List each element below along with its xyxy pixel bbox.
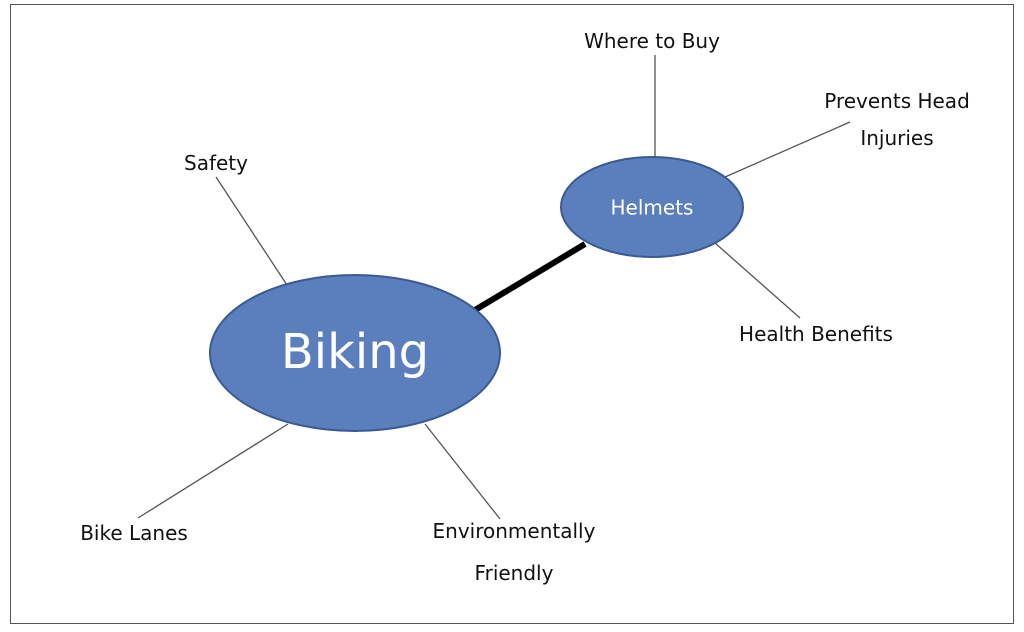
label-safety: Safety: [184, 151, 248, 175]
branch-line-bike-lanes: [137, 423, 289, 519]
branch-line-environmentally-friendly: [424, 423, 501, 520]
branch-line-health-benefits: [714, 242, 801, 319]
node-biking-label: Biking: [281, 324, 429, 380]
label-injuries: Injuries: [860, 126, 933, 150]
diagram-frame: [10, 4, 1014, 624]
label-prevents-head: Prevents Head: [824, 89, 970, 113]
label-bike-lanes: Bike Lanes: [80, 521, 188, 545]
branch-line-safety: [215, 176, 288, 286]
node-biking-shape: [209, 274, 501, 432]
label-health-benefits: Health Benefits: [739, 322, 893, 346]
connector-biking-helmets: [473, 241, 587, 313]
node-helmets-label: Helmets: [611, 196, 694, 220]
label-where-to-buy: Where to Buy: [584, 29, 720, 53]
label-environmentally: Environmentally: [433, 519, 596, 543]
label-friendly: Friendly: [475, 561, 554, 585]
node-helmets: Helmets: [560, 156, 744, 258]
node-helmets-shape: [560, 156, 744, 258]
branch-line-prevents-head-injuries: [724, 121, 851, 178]
node-biking: Biking: [209, 274, 501, 432]
